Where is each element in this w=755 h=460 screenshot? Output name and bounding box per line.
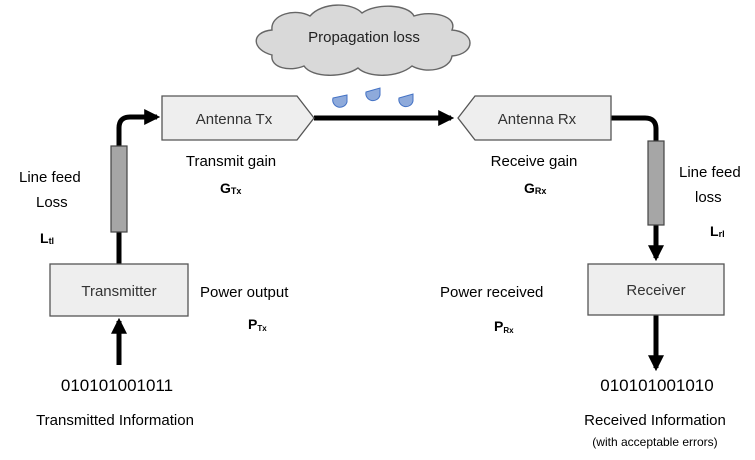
rx-info-label: Received Information <box>584 412 726 429</box>
antenna-rx: Antenna Rx <box>457 95 612 141</box>
signal-path <box>110 108 665 372</box>
transmit-gain-label: Transmit gain <box>186 153 276 170</box>
receive-gain-label: Receive gain <box>491 153 578 170</box>
power-received-symbol: PRx <box>494 318 514 335</box>
tx-bitstring: 010101001011 <box>61 376 173 395</box>
rx-info-note: (with acceptable errors) <box>592 435 717 449</box>
tx-line-loss-line2: Loss <box>36 194 68 211</box>
antenna-rx-label: Antenna Rx <box>498 111 577 128</box>
antenna-rx-shape <box>457 95 612 141</box>
rx-line-loss-line1: Line feed <box>679 164 741 181</box>
antenna-tx-label: Antenna Tx <box>196 111 273 128</box>
power-output-label: Power output <box>200 284 289 301</box>
rx-bitstring: 010101001010 <box>600 376 713 395</box>
transmitter-label: Transmitter <box>81 283 156 300</box>
cloud-shape <box>255 4 471 76</box>
receive-gain-symbol: GRx <box>524 180 546 196</box>
tx-line-loss-symbol: Ltl <box>40 230 54 246</box>
propagation-loss-cloud: Propagation loss <box>255 4 471 76</box>
receiver-block: Receiver <box>587 263 725 316</box>
rx-line-feed <box>647 140 665 226</box>
receiver-label: Receiver <box>626 282 685 299</box>
tx-line-feed <box>110 145 128 233</box>
drop-1 <box>332 94 348 108</box>
cloud-label: Propagation loss <box>308 29 420 46</box>
receiver-box <box>587 263 725 316</box>
tx-line-loss-line1: Line feed <box>19 169 81 186</box>
transmitter-box <box>49 263 189 317</box>
rx-line-loss-symbol: Lrl <box>710 223 725 239</box>
transmit-gain-symbol: GTx <box>220 180 241 196</box>
drop-2 <box>365 87 381 102</box>
transmitter-block: Transmitter <box>49 263 189 317</box>
drop-3 <box>398 93 414 108</box>
power-received-label: Power received <box>440 284 543 301</box>
tx-feed-wire-upper <box>116 108 161 146</box>
rx-feed-wire-upper <box>611 115 659 141</box>
antenna-tx: Antenna Tx <box>161 95 315 141</box>
antenna-tx-shape <box>161 95 315 141</box>
tx-info-label: Transmitted Information <box>36 412 194 429</box>
rx-line-loss-line2: loss <box>695 189 722 206</box>
power-output-symbol: PTx <box>248 316 267 333</box>
propagation-drops <box>332 87 414 108</box>
